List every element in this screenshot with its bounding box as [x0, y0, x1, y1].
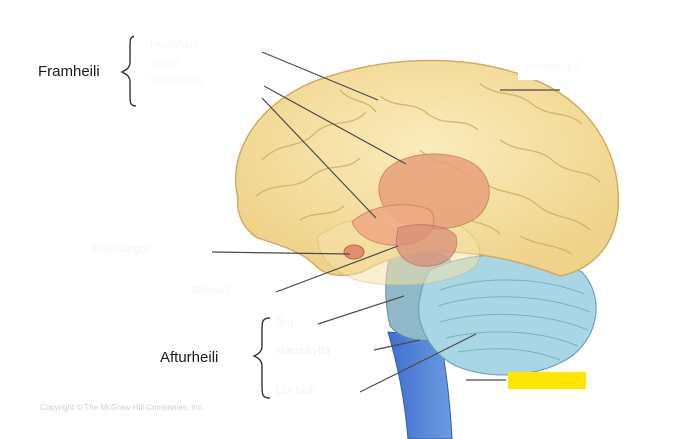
hindbrain-brace — [252, 317, 271, 399]
label-medulla-faint: Mænukylfa — [276, 345, 330, 357]
label-mask-pons — [272, 314, 318, 336]
label-pons-faint: Brú — [276, 317, 294, 329]
label-hindbrain: Afturheili — [160, 349, 219, 366]
pituitary-shape — [343, 244, 365, 260]
copyright-text: Copyright © The McGraw-Hill Companies, I… — [40, 403, 205, 412]
leader-lines — [211, 51, 560, 393]
label-mask-cerebellum — [272, 380, 358, 402]
label-parietal-faint: Heiladingull — [524, 61, 581, 73]
label-mask-parietal — [518, 52, 636, 80]
label-hypothalamus-faint: Undirstúka — [150, 75, 203, 87]
label-mask-pituitary — [88, 236, 204, 260]
label-cerebellum-faint: Litli heili — [276, 385, 316, 397]
label-cerebrum-faint: Hvelaheili — [150, 39, 198, 51]
label-pituitary-faint: Heiladingull — [94, 243, 151, 255]
label-thalamus-faint: Stúka — [150, 57, 179, 69]
midbrain-shape — [395, 224, 458, 267]
label-mask-medulla — [270, 340, 374, 362]
spinal-cord-shape — [387, 331, 453, 439]
label-mask-midbrain — [186, 280, 270, 302]
label-mask-cerebrum — [134, 30, 248, 98]
answer-highlight-box — [508, 372, 586, 389]
label-midbrain-faint: Miðheili — [192, 285, 230, 297]
cerebellum-folds — [437, 279, 591, 361]
forebrain-brace — [120, 35, 137, 107]
label-forebrain: Framheili — [38, 63, 100, 80]
